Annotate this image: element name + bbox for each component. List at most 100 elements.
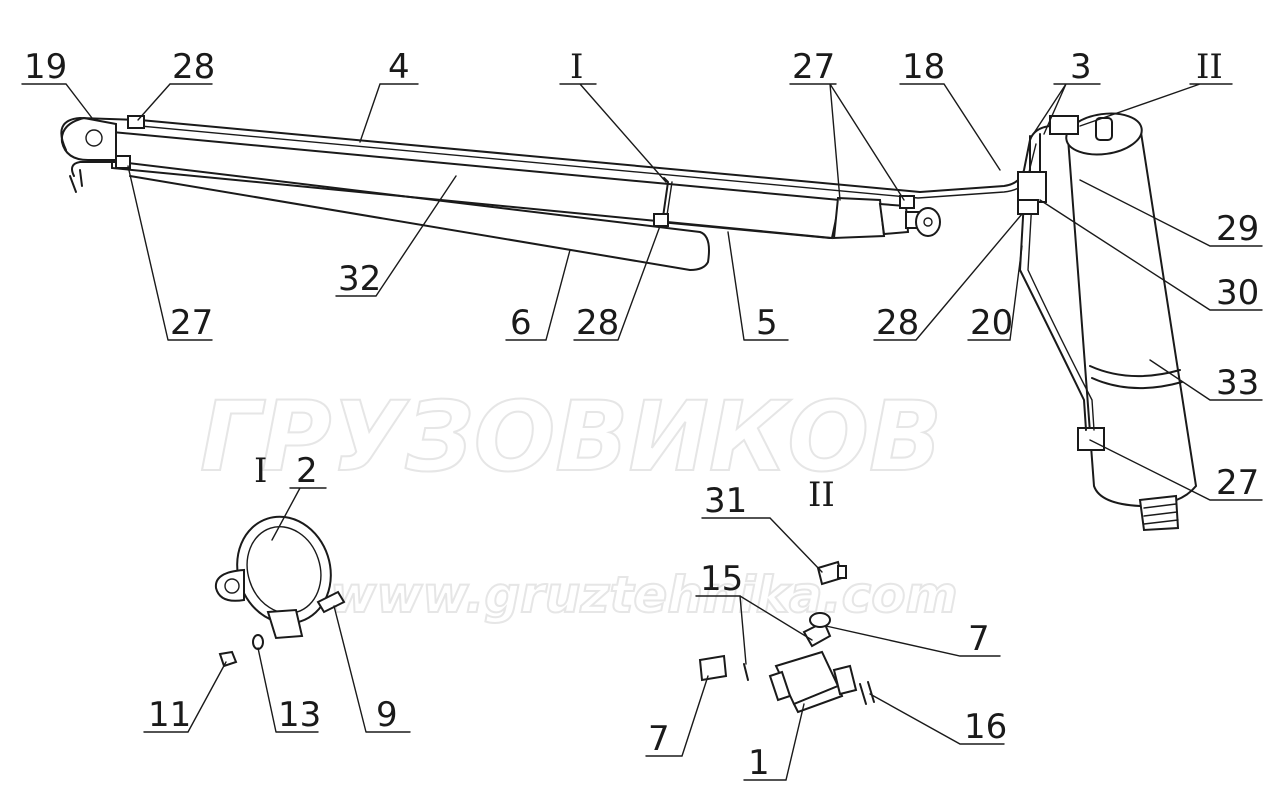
leader-28c: [873, 213, 1023, 341]
leader-27a: [789, 83, 905, 201]
fitting-28a: [127, 115, 145, 129]
watermark-brand: ГРУЗОВИКОВ: [200, 381, 942, 493]
leader-31: [701, 517, 823, 573]
leader-4: [359, 83, 419, 143]
label-7a: 7: [968, 619, 990, 659]
leader-13: [257, 647, 319, 733]
label-11: 11: [148, 695, 191, 735]
fitting-31-cap: [837, 565, 847, 579]
label-3: 3: [1070, 47, 1092, 87]
leader-6: [505, 249, 571, 341]
label-31: 31: [704, 481, 747, 521]
accumulator-top-slot: [1095, 117, 1113, 141]
leader-lines: [21, 83, 1263, 781]
pipe-5: [659, 221, 831, 239]
accumulator-band: [1089, 365, 1183, 390]
boom-assembly: [60, 115, 1073, 271]
leader-15: [695, 595, 813, 665]
rod-eye-hole: [923, 217, 933, 227]
label-5: 5: [756, 303, 778, 343]
bolt-9: [316, 590, 346, 614]
nut-11: [218, 650, 238, 668]
label-1: 1: [748, 743, 770, 783]
leader-I: [559, 83, 667, 183]
label-27a: 27: [792, 47, 835, 87]
leader-32: [335, 175, 457, 297]
leader-5: [727, 231, 789, 341]
label-28b: 28: [576, 303, 619, 343]
watermark-url: www.gruztehnika.com: [330, 566, 958, 624]
clamp-2-tab: [266, 608, 304, 640]
tee-1-right-port: [832, 664, 858, 696]
label-7b: 7: [648, 719, 670, 759]
leader-3: [1031, 83, 1101, 137]
leader-19: [21, 83, 93, 119]
accumulator-thread: [1143, 503, 1179, 525]
label-13: 13: [278, 695, 321, 735]
label-15: 15: [700, 559, 743, 599]
fitting-28c: [1017, 199, 1039, 215]
leader-27d: [1089, 439, 1263, 501]
label-18: 18: [902, 47, 945, 87]
cylinder-32-body: [111, 130, 842, 240]
label-2: 2: [296, 451, 318, 491]
tee-1-front: [792, 684, 844, 714]
detail-I: [214, 515, 346, 668]
label-19: 19: [24, 47, 67, 87]
label-II-top: II: [1196, 47, 1223, 87]
leader-7a: [825, 625, 1001, 657]
fitting-27b: [115, 155, 131, 169]
bracket-19: [69, 169, 83, 193]
pipe-6: [71, 161, 710, 271]
accumulator-33: [1017, 112, 1198, 532]
cylinder-32-band: [661, 177, 669, 225]
clamp-2-band-inner: [246, 526, 322, 614]
leader-29: [1079, 179, 1263, 247]
label-16: 16: [964, 707, 1007, 747]
label-27d: 27: [1216, 463, 1259, 503]
cylinder-rod-nut: [878, 202, 910, 236]
fitting-29: [1049, 115, 1079, 135]
fitting-7-left: [698, 654, 728, 682]
label-4: 4: [388, 47, 410, 87]
cylinder-rod-end: [832, 196, 886, 240]
leader-27b: [127, 165, 213, 341]
base-eye-hole: [85, 129, 103, 147]
pipe-20: [1019, 199, 1087, 431]
seal-16: [859, 681, 875, 705]
label-28a: 28: [172, 47, 215, 87]
label-29: 29: [1216, 209, 1259, 249]
cylinder-base-eye: [60, 116, 117, 161]
fitting-7-top-cap: [809, 612, 831, 628]
fitting-30: [1017, 171, 1047, 203]
label-I-detail: I: [254, 451, 267, 491]
pipe-20-inner: [1027, 199, 1095, 431]
leader-20: [967, 245, 1023, 341]
label-27b: 27: [170, 303, 213, 343]
callout-labels: 19 28 4 I 27 18 3 II 29 30 33 27 20 28 5…: [24, 47, 1259, 783]
label-II-detail: II: [808, 475, 835, 515]
label-28c: 28: [876, 303, 919, 343]
leader-18: [899, 83, 1001, 171]
leader-2: [271, 487, 327, 541]
clamp-2-ear-hole: [224, 578, 240, 594]
fitting-28b: [653, 213, 669, 227]
fitting-27d: [1077, 427, 1105, 451]
leader-11: [143, 661, 227, 733]
leader-28a: [137, 83, 213, 121]
leader-9: [333, 605, 411, 733]
leader-1: [743, 703, 805, 781]
leader-30: [1039, 199, 1263, 311]
label-32: 32: [338, 259, 381, 299]
watermark: ГРУЗОВИКОВ www.gruztehnika.com: [199, 380, 959, 625]
seal-15: [743, 663, 749, 681]
tee-1-side-port: [768, 670, 792, 702]
label-30: 30: [1216, 273, 1259, 313]
washer-13: [252, 634, 264, 650]
clamp-2-ear: [214, 568, 245, 602]
leader-33: [1149, 359, 1263, 401]
leader-16: [869, 693, 1005, 745]
label-I-top: I: [570, 47, 583, 87]
rod-eye: [915, 207, 941, 237]
